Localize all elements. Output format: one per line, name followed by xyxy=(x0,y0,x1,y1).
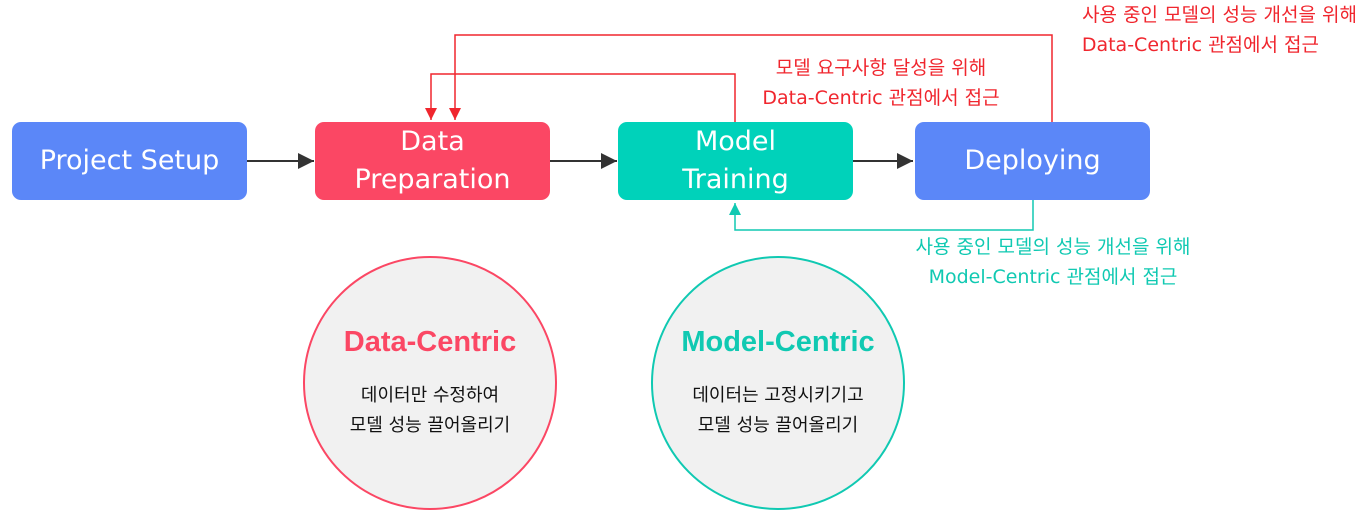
stage-deploying: Deploying xyxy=(915,122,1150,200)
feedback-model-to-data xyxy=(425,73,736,122)
feedback-deploy-to-data xyxy=(449,34,1053,122)
stage-data-preparation: Data Preparation xyxy=(315,122,550,200)
stage-model-training-line2: Training xyxy=(682,164,789,195)
stage-project-setup-label: Project Setup xyxy=(39,145,220,176)
data-centric-title: Data-Centric xyxy=(343,326,517,358)
data-centric-circle: Data-Centric 데이터만 수정하여 모델 성능 끌어올리기 xyxy=(303,256,557,510)
stage-deploying-label: Deploying xyxy=(964,145,1101,176)
annotation-outer-line1: 사용 중인 모델의 성능 개선을 위해 xyxy=(1082,4,1357,26)
model-centric-circle: Model-Centric 데이터는 고정시키기고 모델 성능 끌어올리기 xyxy=(651,256,905,510)
annotation-bottom-loop: 사용 중인 모델의 성능 개선을 위해 Model-Centric 관점에서 접… xyxy=(876,232,1230,292)
feedback-deploy-to-model xyxy=(729,200,1034,231)
stage-model-training-line1: Model xyxy=(694,126,777,157)
stage-data-preparation-line2: Preparation xyxy=(354,164,511,195)
annotation-bottom-line2: Model-Centric 관점에서 접근 xyxy=(928,266,1178,288)
data-centric-desc-line1: 데이터만 수정하여 xyxy=(360,385,500,406)
model-centric-desc-line2: 모델 성능 끌어올리기 xyxy=(697,415,859,436)
data-centric-desc-line2: 모델 성능 끌어올리기 xyxy=(349,415,511,436)
stage-model-training: Model Training xyxy=(618,122,853,200)
annotation-inner-line2: Data-Centric 관점에서 접근 xyxy=(762,87,1000,109)
annotation-inner-line1: 모델 요구사항 달성을 위해 xyxy=(775,57,987,79)
data-centric-description: 데이터만 수정하여 모델 성능 끌어올리기 xyxy=(350,381,510,441)
stage-project-setup: Project Setup xyxy=(12,122,247,200)
annotation-inner-loop: 모델 요구사항 달성을 위해 Data-Centric 관점에서 접근 xyxy=(742,53,1020,113)
model-centric-description: 데이터는 고정시키기고 모델 성능 끌어올리기 xyxy=(692,381,863,441)
annotation-outer-line2: Data-Centric 관점에서 접근 xyxy=(1081,34,1319,56)
model-centric-title: Model-Centric xyxy=(681,326,875,358)
stage-data-preparation-line1: Data xyxy=(400,126,465,157)
annotation-outer-loop: 사용 중인 모델의 성능 개선을 위해 Data-Centric 관점에서 접근 xyxy=(1082,0,1357,60)
model-centric-desc-line1: 데이터는 고정시키기고 xyxy=(692,385,864,406)
annotation-bottom-line1: 사용 중인 모델의 성능 개선을 위해 xyxy=(915,236,1191,258)
